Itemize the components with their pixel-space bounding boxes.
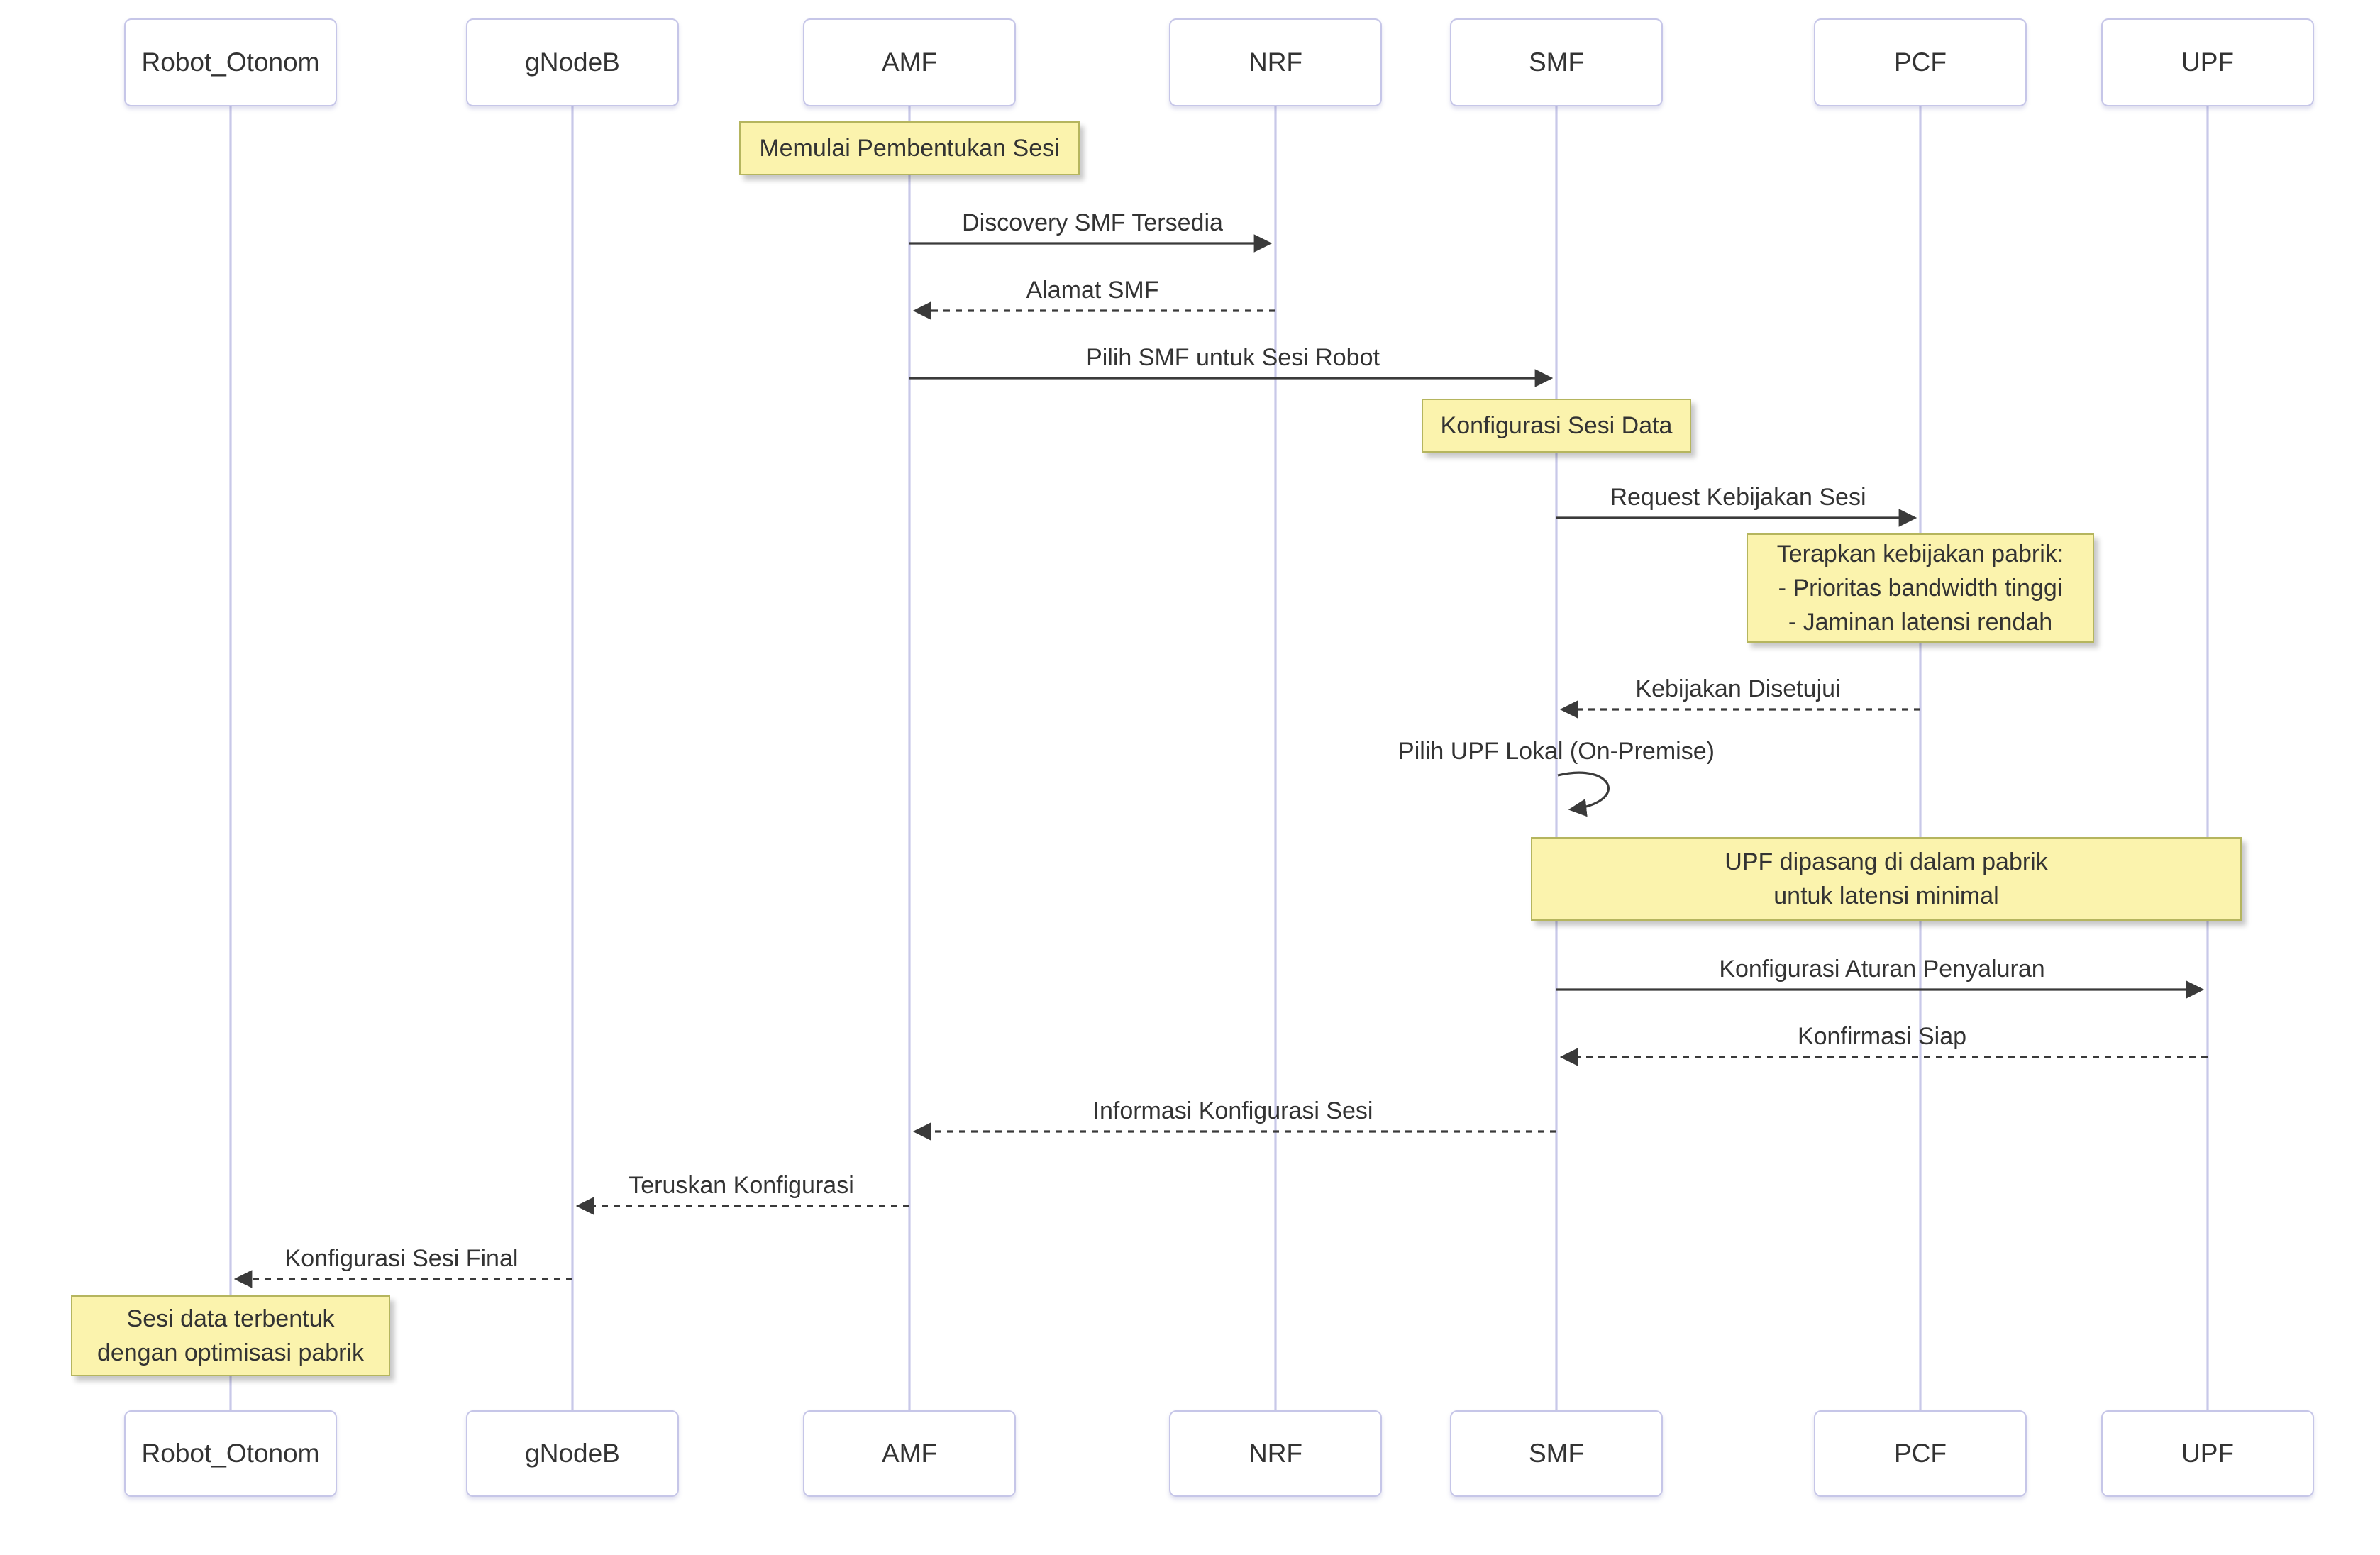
actor-label: Robot_Otonom <box>141 1439 320 1468</box>
actor-label: gNodeB <box>525 1439 620 1468</box>
actor-label: gNodeB <box>525 48 620 77</box>
message-label-konfirmasi-siap: Konfirmasi Siap <box>1797 1023 1967 1050</box>
message-label-pilih-smf-untuk-sesi-robot: Pilih SMF untuk Sesi Robot <box>1086 344 1380 371</box>
note-konfigurasi-sesi-data: Konfigurasi Sesi Data <box>1422 399 1691 453</box>
note-line: - Prioritas bandwidth tinggi <box>1778 574 2063 602</box>
actor-bottom-pcf: PCF <box>1814 1410 2027 1497</box>
actor-label: NRF <box>1248 48 1303 77</box>
message-label-kebijakan-disetujui: Kebijakan Disetujui <box>1635 675 1841 702</box>
note-line: Sesi data terbentuk <box>126 1305 335 1332</box>
message-label-konfigurasi-aturan-penyaluran: Konfigurasi Aturan Penyaluran <box>1719 956 2045 983</box>
note-line: Terapkan kebijakan pabrik: <box>1776 540 2064 568</box>
actor-top-gnodeb: gNodeB <box>466 18 679 106</box>
actor-label: AMF <box>881 48 938 77</box>
actor-label: PCF <box>1894 48 1947 77</box>
actor-label: Robot_Otonom <box>141 48 320 77</box>
note-line: UPF dipasang di dalam pabrik <box>1725 848 2048 875</box>
note-line: Konfigurasi Sesi Data <box>1440 411 1673 439</box>
note-sesi-data-terbentuk: Sesi data terbentuk dengan optimisasi pa… <box>71 1295 390 1376</box>
note-line: dengan optimisasi pabrik <box>96 1339 365 1366</box>
note-terapkan-kebijakan-pabrik: Terapkan kebijakan pabrik: - Prioritas b… <box>1747 533 2094 643</box>
actor-top-nrf: NRF <box>1169 18 1382 106</box>
message-label-teruskan-konfigurasi: Teruskan Konfigurasi <box>629 1172 854 1199</box>
message-label-pilih-upf-lokal: Pilih UPF Lokal (On-Premise) <box>1398 738 1715 765</box>
actor-label: AMF <box>881 1439 938 1468</box>
actor-top-smf: SMF <box>1450 18 1663 106</box>
message-label-request-kebijakan-sesi: Request Kebijakan Sesi <box>1610 484 1866 511</box>
actor-bottom-nrf: NRF <box>1169 1410 1382 1497</box>
actor-bottom-gnodeb: gNodeB <box>466 1410 679 1497</box>
actor-bottom-robot: Robot_Otonom <box>124 1410 337 1497</box>
actor-top-upf: UPF <box>2101 18 2314 106</box>
actor-label: SMF <box>1528 48 1585 77</box>
actor-bottom-amf: AMF <box>803 1410 1016 1497</box>
actor-label: SMF <box>1528 1439 1585 1468</box>
note-line: untuk latensi minimal <box>1773 882 1999 909</box>
actor-top-robot: Robot_Otonom <box>124 18 337 106</box>
actor-top-pcf: PCF <box>1814 18 2027 106</box>
message-label-alamat-smf: Alamat SMF <box>1026 277 1159 304</box>
note-upf-dipasang-di-pabrik: UPF dipasang di dalam pabrik untuk laten… <box>1531 837 2242 921</box>
actor-bottom-smf: SMF <box>1450 1410 1663 1497</box>
message-label-discovery-smf-tersedia: Discovery SMF Tersedia <box>962 209 1223 236</box>
message-label-informasi-konfigurasi-sesi: Informasi Konfigurasi Sesi <box>1092 1097 1373 1124</box>
note-line: - Jaminan latensi rendah <box>1788 609 2053 636</box>
actor-bottom-upf: UPF <box>2101 1410 2314 1497</box>
actor-top-amf: AMF <box>803 18 1016 106</box>
actor-label: PCF <box>1894 1439 1947 1468</box>
message-label-konfigurasi-sesi-final: Konfigurasi Sesi Final <box>284 1245 519 1272</box>
actor-label: UPF <box>2181 48 2234 77</box>
note-memulai-pembentukan-sesi: Memulai Pembentukan Sesi <box>739 121 1080 175</box>
arrow-self-pilih-upf-lokal <box>1557 771 1610 817</box>
note-line: Memulai Pembentukan Sesi <box>759 134 1060 162</box>
actor-label: UPF <box>2181 1439 2234 1468</box>
actor-label: NRF <box>1248 1439 1303 1468</box>
